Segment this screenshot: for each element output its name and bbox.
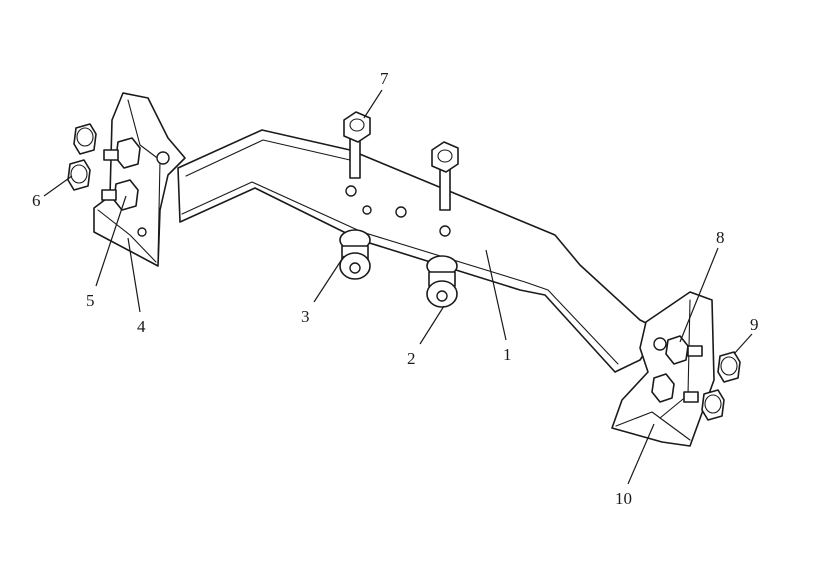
callout-3: 3	[301, 307, 310, 326]
right-bracket	[611, 291, 715, 447]
leader-7	[363, 89, 383, 119]
left-nut-lower	[67, 159, 91, 191]
leader-3	[313, 255, 345, 303]
leader-8	[679, 247, 719, 343]
callout-8: 8	[716, 228, 725, 247]
left-bracket	[93, 92, 186, 267]
callout-labels: 1 2 3 4 5 6 7 8 9 10	[32, 69, 759, 508]
left-bolt-upper	[103, 137, 141, 169]
upper-bolt-left	[343, 111, 371, 179]
rubber-mount-right	[426, 255, 458, 308]
callout-7: 7	[380, 69, 389, 88]
leader-2	[419, 305, 445, 345]
right-bolt-lower	[651, 373, 699, 403]
rubber-mount-left	[339, 229, 371, 280]
callout-1: 1	[503, 345, 512, 364]
right-nut-lower	[701, 389, 725, 421]
leader-9	[733, 333, 753, 355]
leader-4	[127, 237, 141, 313]
right-nut-upper	[717, 351, 741, 383]
leader-1	[485, 249, 507, 341]
callout-9: 9	[750, 315, 759, 334]
callout-4: 4	[137, 317, 146, 336]
callout-10: 10	[615, 489, 632, 508]
left-bolt-lower	[101, 179, 139, 211]
callout-5: 5	[86, 291, 95, 310]
upper-bolt-right	[431, 141, 459, 211]
leader-lines	[43, 89, 753, 485]
callout-2: 2	[407, 349, 416, 368]
right-bolt-upper	[665, 335, 703, 365]
leader-5	[95, 195, 127, 287]
crossmember-beam	[177, 129, 661, 373]
leader-10	[627, 423, 655, 485]
left-nut-upper	[73, 123, 97, 155]
callout-6: 6	[32, 191, 41, 210]
leader-6	[43, 175, 73, 197]
